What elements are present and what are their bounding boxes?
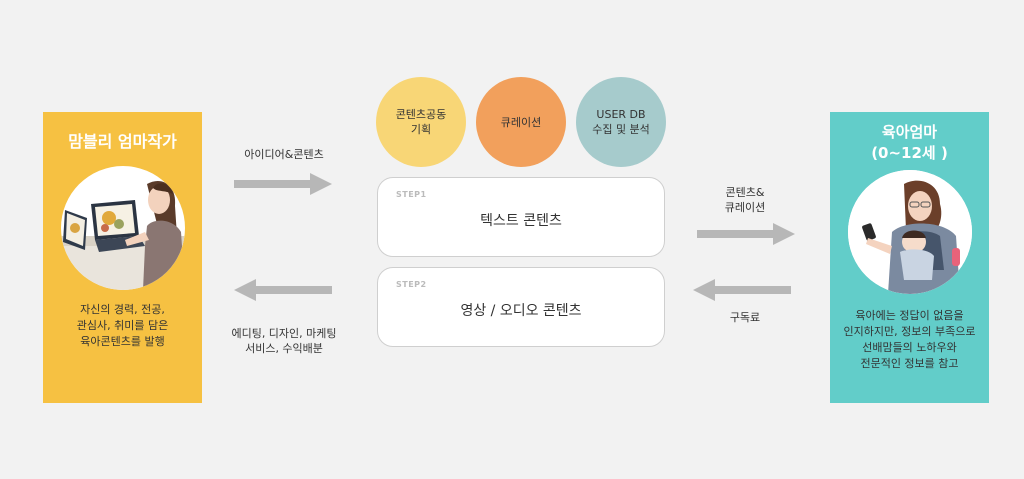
mom-illustration [848,170,972,294]
content-curation-line: 큐레이션 [724,201,766,214]
user-db-circle: USER DB 수집 및 분석 [576,77,666,167]
writer-illustration [61,166,185,290]
mom-panel: 육아엄마 (0~12세 ) 육아에는 정답이 없음을 인지하지만, 정보의 부족… [830,112,989,403]
user-db-label: USER DB [596,108,646,121]
mom-panel-title-line: (0~12세 ) [871,144,948,162]
user-db-label: 수집 및 분석 [592,123,650,136]
content-curation-line: 콘텐츠& [725,186,765,199]
mom-desc-line: 육아에는 정답이 없음을 [855,309,964,322]
writer-panel-desc: 자신의 경력, 전공, 관심사, 취미를 담은 육아콘텐츠를 발행 [43,302,202,350]
co-planning-circle: 콘텐츠공동 기획 [376,77,466,167]
step1-tag: STEP1 [396,190,427,199]
writer-panel: 맘블리 엄마작가 자신의 경력, 전공, 관심사, 취미를 담은 육아콘 [43,112,202,403]
content-curation-label: 콘텐츠& 큐레이션 [700,185,790,215]
editing-service-label: 에디팅, 디자인, 마케팅 서비스, 수익배분 [214,326,354,356]
subscription-fee-label: 구독료 [700,310,790,325]
arrow-left-icon [693,279,791,301]
step2-box: STEP2 영상 / 오디오 콘텐츠 [377,267,665,347]
curation-label: 큐레이션 [500,115,542,129]
writer-desc-line: 육아콘텐츠를 발행 [80,335,165,348]
mom-desc-line: 전문적인 정보를 참고 [860,357,959,370]
arrow-left-icon [234,279,332,301]
mom-panel-title-line: 육아엄마 [881,123,938,141]
step1-title: 텍스트 콘텐츠 [480,213,562,229]
co-planning-label: 콘텐츠공동 [395,108,447,121]
mom-desc-line: 인지하지만, 정보의 부족으로 [843,325,976,338]
writer-panel-title: 맘블리 엄마작가 [68,132,177,151]
idea-content-label: 아이디어&콘텐츠 [225,147,343,162]
writer-desc-line: 관심사, 취미를 담은 [76,319,169,332]
editing-service-line: 에디팅, 디자인, 마케팅 [231,327,337,340]
mom-panel-title: 육아엄마 (0~12세 ) [830,122,989,164]
arrow-right-icon [234,173,332,195]
mom-desc-line: 선배맘들의 노하우와 [862,341,957,354]
mom-baby-icon [848,170,972,294]
editing-service-line: 서비스, 수익배분 [245,342,323,355]
step2-tag: STEP2 [396,280,427,289]
co-planning-label: 기획 [410,123,432,136]
writer-desc-line: 자신의 경력, 전공, [80,303,165,316]
arrow-right-icon [697,223,795,245]
mom-panel-desc: 육아에는 정답이 없음을 인지하지만, 정보의 부족으로 선배맘들의 노하우와 … [830,308,989,372]
subscription-fee-line: 구독료 [729,311,761,324]
idea-content-line: 아이디어&콘텐츠 [244,148,324,161]
step2-title: 영상 / 오디오 콘텐츠 [460,303,582,319]
woman-laptop-icon [61,180,185,290]
step1-box: STEP1 텍스트 콘텐츠 [377,177,665,257]
curation-circle: 큐레이션 [476,77,566,167]
